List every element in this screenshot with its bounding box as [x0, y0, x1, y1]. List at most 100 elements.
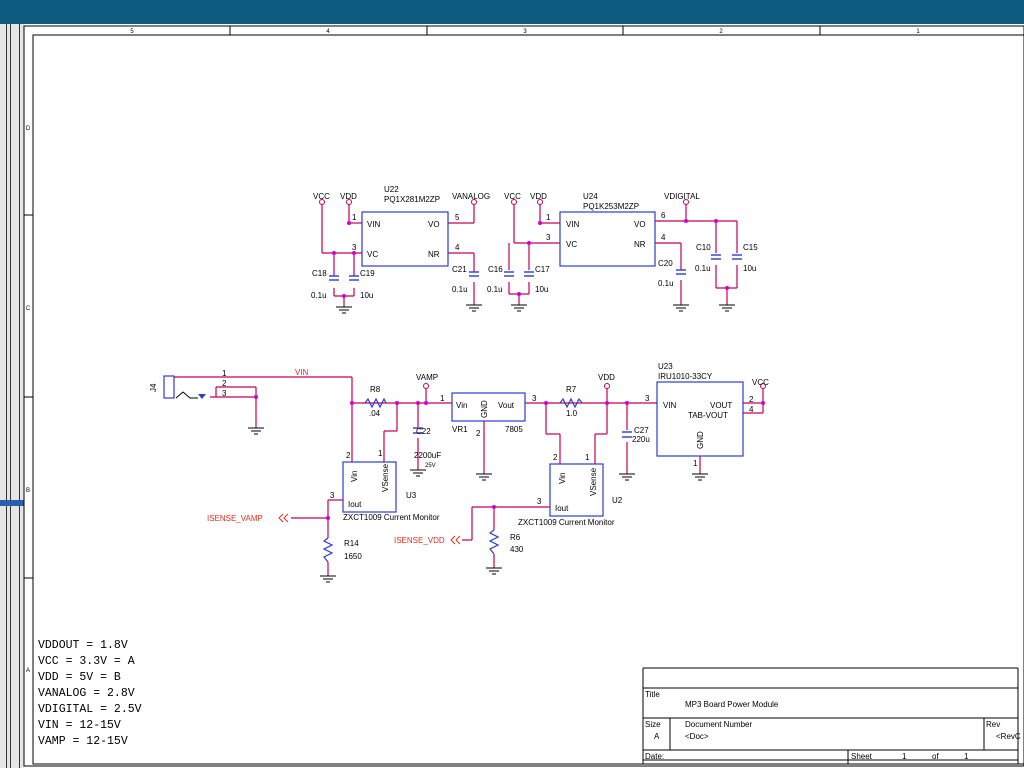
c19-ref: C19	[360, 269, 375, 278]
title-value: MP3 Board Power Module	[685, 700, 779, 709]
r6-ref: R6	[510, 533, 521, 542]
pin-number: 2	[553, 453, 558, 462]
pin-number: 4	[455, 243, 460, 252]
pin-number: 3	[352, 243, 357, 252]
title-label: Title	[645, 690, 660, 699]
note-line: VAMP = 12-15V	[38, 735, 128, 748]
col-label: 2	[719, 29, 723, 35]
c20-value: 0.1u	[658, 279, 674, 288]
pin-number: 1	[378, 449, 383, 458]
u3-vin: Vin	[350, 471, 359, 482]
u23-ref: U23	[658, 362, 673, 371]
col-label: 3	[523, 29, 527, 35]
row-label: B	[26, 488, 30, 494]
pin-number: 5	[455, 213, 460, 222]
u3-ref: U3	[406, 491, 417, 500]
c27-ref: C27	[634, 426, 649, 435]
of-label: of	[932, 752, 939, 761]
r7-ref: R7	[566, 385, 577, 394]
pin-nr: NR	[428, 250, 440, 259]
voltage-notes: VDDOUT = 1.8V VCC = 3.3V = A VDD = 5V = …	[38, 639, 142, 748]
pin-vin: VIN	[566, 220, 580, 229]
note-line: VDDOUT = 1.8V	[38, 639, 128, 652]
row-label: C	[26, 306, 31, 312]
u2-vin: Vin	[558, 473, 567, 484]
rev-label: Rev	[986, 720, 1000, 729]
power-chain[interactable]: J4 1 2 3 VIN R8 .04 VAMP C22 2200uF 25V …	[149, 362, 769, 481]
row-label: A	[26, 668, 30, 674]
pin-number: 1	[352, 213, 357, 222]
c21-value: 0.1u	[452, 285, 468, 294]
vr1-vout: Vout	[498, 401, 515, 410]
note-line: VIN = 12-15V	[38, 719, 121, 732]
u24-part: PQ1K253M2ZP	[583, 202, 639, 211]
c15-value: 10u	[743, 264, 756, 273]
u2-ref: U2	[612, 496, 623, 505]
pin-number: 3	[546, 233, 551, 242]
u23-tab-vout: TAB-VOUT	[688, 411, 728, 420]
note-line: VANALOG = 2.8V	[38, 687, 135, 700]
row-label: D	[26, 126, 31, 132]
vdd-label: VDD	[340, 192, 357, 201]
u2-vsense: VSense	[589, 467, 598, 496]
u23-vout: VOUT	[710, 401, 732, 410]
pin-number: 1	[693, 459, 698, 468]
regulator-u24[interactable]: U24 PQ1K253M2ZP VCC VDD VDIGITAL 1 3 6 4…	[487, 192, 758, 312]
size-value: A	[654, 732, 660, 741]
c20-ref: C20	[658, 259, 673, 268]
col-label: 1	[916, 29, 920, 35]
of-value: 1	[964, 752, 969, 761]
note-line: VDD = 5V = B	[38, 671, 121, 684]
u22-part: PQ1X281M2ZP	[384, 195, 440, 204]
c21-ref: C21	[452, 265, 467, 274]
u22-ref: U22	[384, 185, 399, 194]
c10-value: 0.1u	[695, 264, 711, 273]
vdd-label: VDD	[598, 373, 615, 382]
rev-value: <RevC	[996, 732, 1021, 741]
docnum-label: Document Number	[685, 720, 752, 729]
pin-vo: VO	[634, 220, 646, 229]
left-panel	[0, 24, 24, 768]
pin-number: 3	[330, 491, 335, 500]
col-label: 4	[326, 29, 330, 35]
note-line: VCC = 3.3V = A	[38, 655, 135, 668]
pin-vc: VC	[367, 250, 378, 259]
c15-ref: C15	[743, 243, 758, 252]
vr1-vin: Vin	[456, 401, 467, 410]
title-bar	[0, 0, 1024, 24]
u23-part: IRU1010-33CY	[658, 372, 713, 381]
u2-iout: Iout	[555, 504, 569, 513]
pin-vc: VC	[566, 240, 577, 249]
pin-number: 4	[749, 405, 754, 414]
pin-number: 2	[346, 451, 351, 460]
sheet-label: Sheet	[851, 752, 873, 761]
regulator-u22[interactable]: U22 PQ1X281M2ZP VCC VDD VANALOG 1 3 5 4 …	[311, 185, 490, 314]
c27-value: 220u	[632, 435, 650, 444]
c17-ref: C17	[535, 265, 550, 274]
docnum-value: <Doc>	[685, 732, 709, 741]
pin-number: 2	[222, 379, 227, 388]
c16-ref: C16	[488, 265, 503, 274]
pin-number: 2	[749, 395, 754, 404]
j4-ref: J4	[149, 383, 158, 392]
current-monitors[interactable]: 2 1 3 Vin VSense Iout U3 ZXCT1009 Curren…	[207, 449, 623, 583]
column-labels: 5 4 3 2 1	[130, 29, 920, 35]
c19-value: 10u	[360, 291, 373, 300]
r7-value: 1.0	[566, 409, 578, 418]
size-label: Size	[645, 720, 661, 729]
isense-vamp-label: ISENSE_VAMP	[207, 514, 263, 523]
note-line: VDIGITAL = 2.5V	[38, 703, 142, 716]
u3-iout: Iout	[348, 500, 362, 509]
r8-ref: R8	[370, 385, 381, 394]
pin-number: 2	[476, 429, 481, 438]
c16-value: 0.1u	[487, 285, 503, 294]
pin-number: 3	[645, 394, 650, 403]
sheet-value: 1	[902, 752, 907, 761]
c17-value: 10u	[535, 285, 548, 294]
pin-nr: NR	[634, 240, 646, 249]
c22-value: 2200uF	[414, 451, 441, 460]
vr1-part: 7805	[505, 425, 523, 434]
c22-rating: 25V	[425, 463, 436, 469]
c22-ref: C22	[416, 427, 431, 436]
